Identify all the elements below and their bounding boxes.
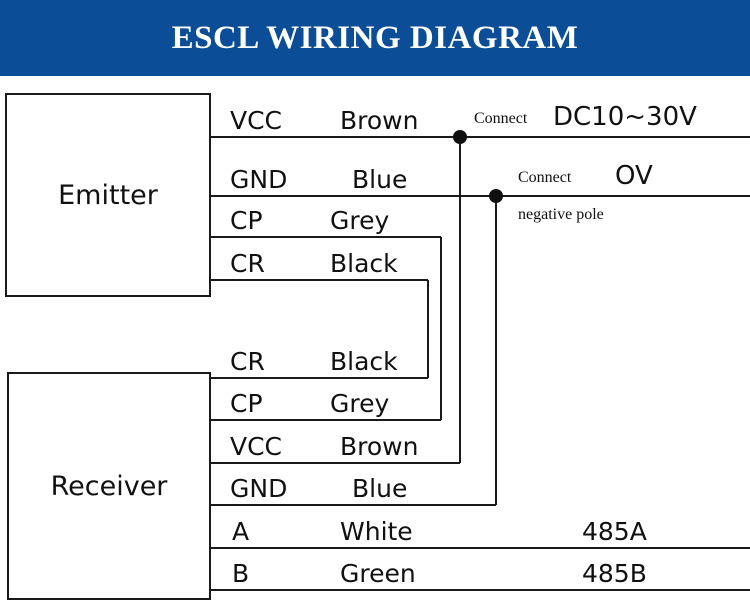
device-label-receiver: Receiver [50, 470, 168, 502]
label-emitter-vcc-signal: VCC [230, 106, 283, 135]
label-receiver-gnd-color: Blue [352, 474, 408, 503]
device-box-emitter: Emitter [5, 93, 211, 297]
junction-dot-vcc [453, 130, 467, 144]
annotation-power-negative-value: OV [615, 161, 653, 191]
label-receiver-vcc-color: Brown [340, 432, 419, 461]
label-emitter-gnd-color: Blue [352, 165, 408, 194]
diagram-canvas: Emitter Receiver VCC Brown GND Blue CP G… [0, 76, 750, 605]
device-box-receiver: Receiver [7, 372, 211, 600]
label-emitter-gnd-signal: GND [230, 165, 288, 194]
annotation-power-positive-value: DC10~30V [553, 102, 697, 132]
device-label-emitter: Emitter [58, 179, 158, 211]
annotation-power-negative-suffix: negative pole [518, 206, 604, 223]
label-receiver-gnd-signal: GND [230, 474, 288, 503]
header-banner: ESCL WIRING DIAGRAM [0, 0, 750, 76]
label-emitter-cp-color: Grey [330, 206, 390, 235]
label-receiver-cp-color: Grey [330, 389, 390, 418]
label-receiver-vcc-signal: VCC [230, 432, 283, 461]
label-emitter-cr-color: Black [330, 249, 398, 278]
label-receiver-cp-signal: CP [230, 389, 263, 418]
annotation-power-negative-prefix: Connect [518, 169, 572, 186]
annotation-power-positive-prefix: Connect [474, 110, 528, 127]
label-emitter-cp-signal: CP [230, 206, 263, 235]
label-emitter-vcc-color: Brown [340, 106, 419, 135]
junction-dot-gnd [489, 189, 503, 203]
label-receiver-a-signal: A [232, 517, 250, 546]
page-title: ESCL WIRING DIAGRAM [171, 19, 579, 56]
label-receiver-a-terminal: 485A [582, 517, 647, 546]
label-receiver-b-terminal: 485B [582, 559, 647, 588]
label-receiver-b-signal: B [232, 559, 250, 588]
wiring-lines [211, 130, 750, 591]
label-receiver-b-color: Green [340, 559, 416, 588]
label-receiver-cr-color: Black [330, 347, 398, 376]
label-receiver-a-color: White [340, 517, 413, 546]
label-receiver-cr-signal: CR [230, 347, 265, 376]
label-emitter-cr-signal: CR [230, 249, 265, 278]
